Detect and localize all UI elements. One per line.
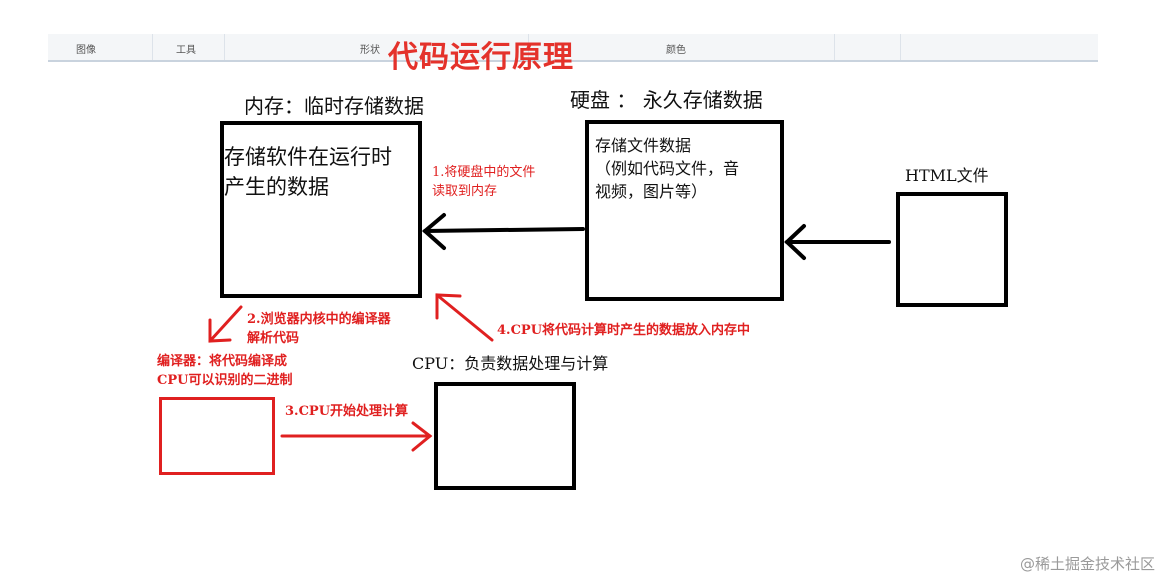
html-file-box	[896, 192, 1008, 307]
html-file-label: HTML文件	[905, 166, 989, 185]
toolbar-item-image[interactable]: 图像	[76, 45, 96, 56]
cpu-box	[434, 382, 576, 490]
toolbar-divider	[224, 34, 225, 60]
arrow-disk-to-memory	[421, 213, 585, 250]
toolbar-divider	[900, 34, 901, 60]
arrow-memory-to-compiler	[208, 305, 243, 343]
toolbar-item-tools[interactable]: 工具	[176, 45, 196, 56]
disk-box	[585, 120, 784, 301]
arrow-cpu-to-memory	[435, 293, 494, 342]
diagram-title: 代码运行原理	[388, 40, 574, 75]
toolbar: 图像 工具 形状 颜色	[48, 34, 1098, 62]
compiler-box	[159, 397, 275, 475]
step1-annotation: 1.将硬盘中的文件 读取到内存	[432, 165, 536, 199]
memory-label: 内存：临时存储数据	[244, 94, 424, 118]
disk-content: 存储文件数据 （例如代码文件，音 视频，图片等）	[595, 136, 740, 201]
compiler-annotation: 编译器：将代码编译成 CPU可以识别的二进制	[157, 354, 293, 388]
step4-annotation: 4.CPU将代码计算时产生的数据放入内存中	[497, 323, 751, 338]
memory-content: 存储软件在运行时 产生的数据	[224, 145, 392, 199]
disk-label: 硬盘 ： 永久存储数据	[570, 88, 763, 112]
step3-annotation: 3.CPU开始处理计算	[285, 404, 409, 419]
toolbar-divider	[528, 34, 529, 60]
toolbar-divider	[834, 34, 835, 60]
arrow-compiler-to-cpu	[280, 421, 433, 452]
toolbar-item-shapes[interactable]: 形状	[360, 45, 380, 56]
memory-box	[220, 121, 422, 298]
arrow-html-to-disk	[784, 224, 891, 260]
step2-annotation: 2.浏览器内核中的编译器 解析代码	[247, 312, 391, 346]
toolbar-divider	[152, 34, 153, 60]
toolbar-item-colors[interactable]: 颜色	[666, 45, 686, 56]
cpu-label: CPU：负责数据处理与计算	[412, 354, 609, 373]
watermark: @稀土掘金技术社区	[1019, 555, 1155, 573]
